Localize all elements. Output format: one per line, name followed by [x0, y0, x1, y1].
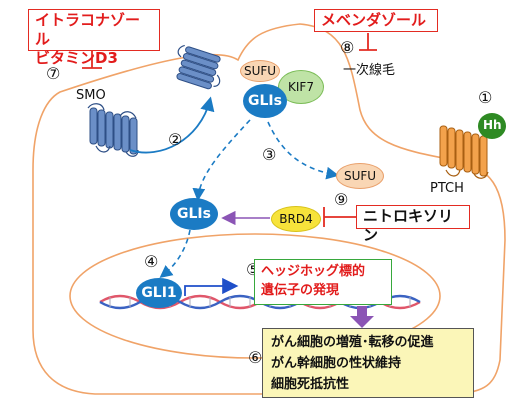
smo-receptor [87, 103, 139, 157]
outcome-box: がん細胞の増殖･転移の促進 がん幹細胞の性状維持 細胞死抵抗性 [262, 328, 474, 398]
kif7-label: KIF7 [288, 80, 314, 94]
arrow-to-nucleus [159, 229, 191, 278]
glis-top-label: GLIs [248, 93, 282, 109]
glis-mid-oval: GLIs [170, 198, 218, 230]
step-7-number: ⑦ [46, 64, 61, 83]
nitroxoline-box: ニトロキソリン [356, 205, 470, 244]
ptch-label: PTCH [430, 181, 464, 196]
target-gene-line1: ヘッジホッグ標的 [261, 264, 366, 279]
step-2-number: ② [168, 130, 183, 149]
arrow-glis-release [192, 119, 251, 202]
brd4-oval: BRD4 [271, 206, 321, 232]
step-8-number: ⑧ [340, 38, 355, 57]
nitroxoline-label: ニトロキソリン [363, 207, 454, 244]
itraconazole-label: イトラコナゾール [35, 11, 141, 48]
kif7-oval: KIF7 [278, 70, 324, 104]
gli1-label: GLI1 [141, 285, 177, 301]
step-9-number: ⑨ [334, 190, 349, 209]
outcome-line2: がん幹細胞の性状維持 [271, 356, 402, 371]
hh-label: Hh [483, 118, 502, 132]
cilium-label: 一次線毛 [343, 63, 396, 78]
hh-ligand [478, 113, 506, 139]
arrow-transcription [184, 277, 239, 296]
sufu-top-label: SUFU [243, 64, 277, 78]
outcome-line3: 細胞死抵抗性 [271, 377, 350, 392]
gli1-oval: GLI1 [136, 278, 182, 308]
step-4-number: ④ [144, 252, 159, 271]
smo-label: SMO [76, 88, 106, 103]
arrow-smo-to-cilium [129, 96, 215, 154]
arrow-to-sufu [267, 121, 340, 180]
target-gene-line2: 遺伝子の発現 [261, 283, 340, 298]
glis-top-oval: GLIs [243, 84, 287, 118]
ptch-receptor [439, 125, 489, 179]
arrow-to-outcomes [350, 306, 374, 328]
outcome-line1: がん細胞の増殖･転移の促進 [271, 335, 434, 350]
smo-cilium [176, 44, 221, 90]
step-3-number: ③ [262, 145, 277, 164]
mebendazole-box: メベンダゾール [314, 9, 438, 32]
itraconazole-vitd3-box: イトラコナゾール ビタミンD3 [28, 9, 160, 67]
glis-mid-label: GLIs [177, 206, 211, 222]
step-6-number: ⑥ [248, 348, 263, 367]
vitamin-d3-label: ビタミンD3 [35, 49, 118, 67]
brd4-label: BRD4 [279, 212, 313, 226]
mebendazole-label: メベンダゾール [321, 11, 427, 29]
target-gene-box: ヘッジホッグ標的 遺伝子の発現 [254, 259, 392, 305]
nucleus [69, 233, 441, 359]
sufu-mid-label: SUFU [343, 169, 377, 183]
sufu-mid-oval: SUFU [336, 163, 384, 189]
inhibitor-symbols [82, 33, 377, 227]
step-1-number: ① [478, 88, 493, 107]
sufu-top-oval: SUFU [240, 60, 280, 82]
